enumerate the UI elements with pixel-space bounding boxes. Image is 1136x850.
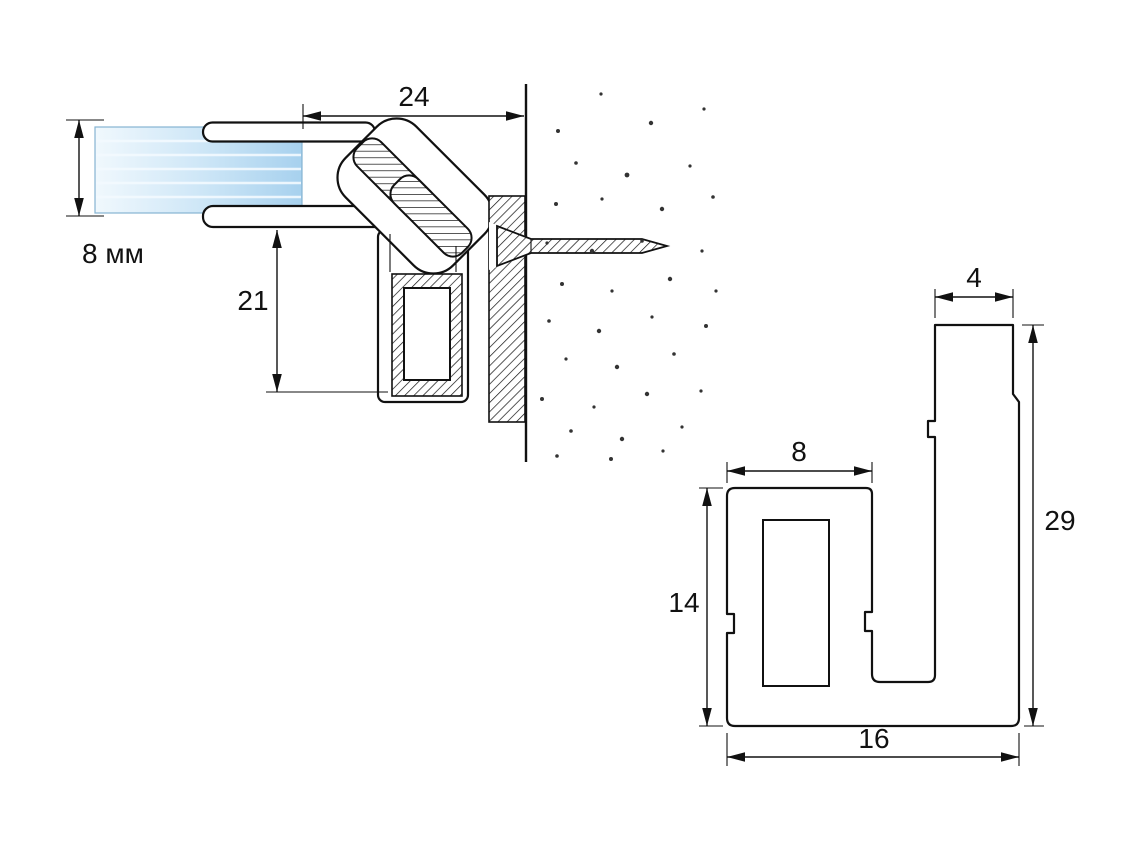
- dim-label-8: 8: [791, 436, 807, 467]
- dim-profile-height: 21: [237, 230, 388, 393]
- dim-profile-width-top: 24: [302, 81, 524, 129]
- dim-label-14: 14: [668, 587, 699, 618]
- magnet-insert-lower: [389, 174, 473, 258]
- dim-total-height: 29: [1022, 324, 1076, 727]
- profile-magnet-cavity: [762, 519, 830, 687]
- dim-label-8mm: 8 мм: [82, 238, 144, 269]
- wall-stipple-texture: [540, 92, 718, 461]
- magnetic-seal-profile: [201, 117, 494, 404]
- profile-cross-section-view: 4 8 14 29: [668, 262, 1076, 766]
- dim-label-24: 24: [398, 81, 429, 112]
- dim-neck-width: 4: [934, 262, 1014, 318]
- dim-label-4: 4: [966, 262, 982, 293]
- dim-channel-depth: 14: [668, 487, 723, 727]
- assembly-view: 24 8 мм 21: [66, 81, 718, 462]
- dim-channel-width: 8: [726, 436, 873, 483]
- dim-total-width: 16: [726, 723, 1020, 766]
- dim-label-21: 21: [237, 285, 268, 316]
- screw-body: [496, 224, 671, 268]
- dim-label-16: 16: [858, 723, 889, 754]
- seal-top-jaw: [201, 121, 377, 143]
- dim-label-29: 29: [1044, 505, 1075, 536]
- fixing-screw: [496, 224, 671, 268]
- body-cavity-window: [403, 287, 451, 381]
- dim-glass-thickness: 8 мм: [66, 119, 144, 269]
